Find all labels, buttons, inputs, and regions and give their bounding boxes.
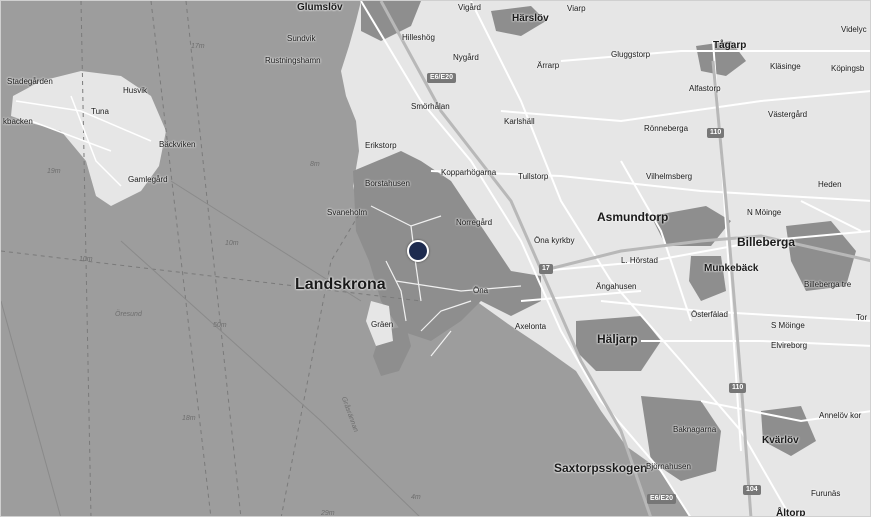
urban-landskrona [353,151,541,341]
place-stadegarden: Stadegården [7,77,53,86]
location-marker[interactable] [407,240,429,262]
place-klasinge: Kläsinge [770,62,801,71]
urban-saxtorp [641,396,721,481]
road-shield-104: 104 [743,485,761,495]
place-billeberga-tre: Billeberga tre [804,280,852,289]
place-saxtorpsskogen: Saxtorpsskogen [554,461,648,475]
place-backviken: Bäckviken [159,140,196,149]
place-smorhalan: Smörhålan [411,102,450,111]
place-videlyc: Videlyc [841,25,867,34]
place-lhorstad: L. Hörstad [621,256,658,265]
place-kopparhogarna: Kopparhögarna [441,168,497,177]
place-smoinge: S Möinge [771,321,805,330]
urban-tagarp [696,41,746,76]
place-arrarp: Ärrarp [537,61,560,70]
place-ona: Öna [473,286,489,295]
depth-label: 50m [213,322,227,329]
place-hilleshog: Hilleshög [402,33,435,42]
place-bjornahusen: Björnahusen [646,462,691,471]
depth-label: 17m [191,43,205,50]
urban-harslov [491,6,546,36]
place-husvik: Husvik [123,86,148,95]
place-kvarlov: Kvärlöv [762,435,799,446]
place-landskrona: Landskrona [295,276,386,293]
depth-label: 8m [310,161,320,168]
place-heden: Heden [818,180,842,189]
place-gluggstorp: Gluggstorp [611,50,651,59]
place-altorp: Åltorp [776,508,806,517]
depth-label: 10m [79,256,93,263]
urban-kvarlov [761,406,816,456]
place-kopingsb: Köpingsb [831,64,865,73]
urban-munkeback [689,256,726,301]
harbour-pier [366,301,393,346]
depth-label: 4m [411,494,421,501]
place-graen: Gräen [371,320,394,329]
place-glumslov: Glumslöv [297,2,343,13]
place-tuna: Tuna [91,107,109,116]
road-shield-e6-north: E6/E20 [427,73,456,83]
place-svaneholm: Svaneholm [327,208,368,217]
place-haljarp: Häljarp [597,332,638,346]
place-angahusen: Ängahusen [596,282,637,291]
place-asmundtorp: Asmundtorp [597,210,669,224]
place-tullstorp: Tullstorp [518,172,549,181]
depth-label: 10m [225,240,239,247]
place-sundvik: Sundvik [287,34,316,43]
chart-lines [1,180,420,516]
place-furunas: Furunäs [811,489,841,498]
ven-island [11,71,166,206]
place-gamlegard: Gamlegård [128,175,168,184]
place-rustningshamn: Rustningshamn [265,56,321,65]
place-baknagarna: Baknagarna [673,425,717,434]
place-viarp: Viarp [567,4,586,13]
place-karlshall: Karlshäll [504,117,535,126]
place-tagarp: Tågarp [713,40,747,51]
depth-label: 19m [47,168,61,175]
place-vigard: Vigård [458,3,481,12]
urban-billeberga [786,221,856,291]
place-alfastorp: Alfastorp [689,84,721,93]
place-axelonta: Axelonta [515,322,547,331]
place-munkeback: Munkebäck [704,263,759,274]
ven-roads [15,95,152,187]
road-network [360,1,870,516]
place-kbacken: kbacken [3,117,33,126]
road-shield-110-north: 110 [707,128,725,138]
place-nygard: Nygård [453,53,479,62]
place-norregard: Norregård [456,218,493,227]
place-anneloy: Annelöv kor [819,411,862,420]
depth-label: 29m [321,510,335,517]
place-nmoinge: N Möinge [747,208,782,217]
place-billeberga: Billeberga [737,235,796,249]
place-erikstorp: Erikstorp [365,141,397,150]
place-harslov: Härslöv [512,13,549,24]
place-vilhelmsberg: Vilhelmsberg [646,172,693,181]
urban-haljarp [576,316,661,371]
place-ona-kyrkby: Öna kyrkby [534,236,575,245]
place-tor: Tor [856,313,868,322]
place-vastergard: Västergård [768,110,808,119]
urban-asmundtorp [651,206,731,246]
road-shield-110-south: 110 [729,383,747,393]
place-elvireborg: Elvireborg [771,341,808,350]
city-streets [370,205,522,357]
road-shield-17: 17 [539,264,553,274]
depth-label: 18m [182,415,196,422]
fairway-lines [1,1,422,516]
place-osterfalad: Österfälad [691,310,728,319]
road-shield-e6-south: E6/E20 [647,494,676,504]
water-oresund: Öresund [115,311,142,318]
place-borstahusen: Borstahusen [365,179,410,188]
place-ronneberga: Rönneberga [644,124,689,133]
